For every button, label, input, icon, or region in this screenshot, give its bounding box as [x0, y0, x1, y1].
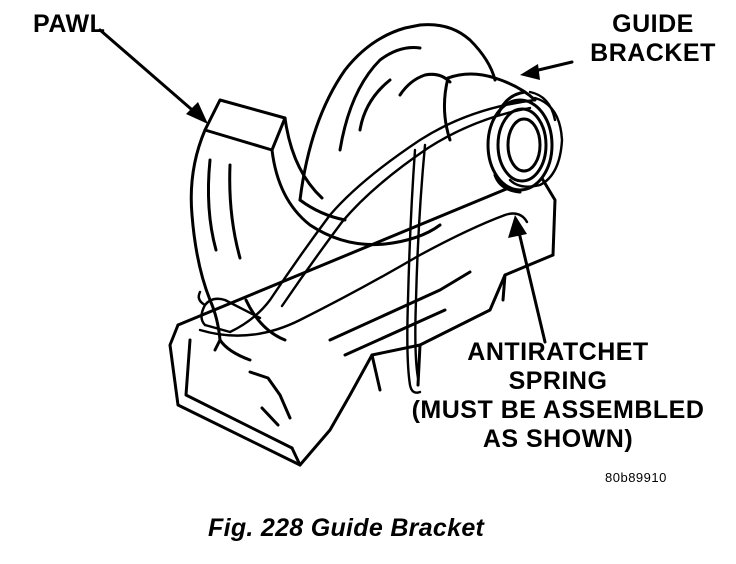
antiratchet-label-line-4: AS SHOWN) [482, 425, 634, 453]
pawl [189, 98, 442, 362]
antiratchet-label-line-3: (MUST BE ASSEMBLED [411, 396, 705, 424]
antiratchet-label-line-1: ANTIRATCHET [467, 338, 649, 366]
guide-bracket-base [168, 173, 557, 467]
pawl-arrowhead [186, 102, 208, 124]
guide-bracket-label: GUIDE BRACKET [578, 10, 728, 68]
pawl-housing [298, 23, 497, 222]
antiratchet-spring-label: ANTIRATCHET SPRING (MUST BE ASSEMBLED AS… [390, 338, 726, 454]
antiratchet-arrowhead [508, 215, 527, 238]
pawl-label-text: PAWL [33, 10, 106, 38]
pawl-label: PAWL [33, 10, 105, 39]
pawl-leader-line [98, 28, 200, 117]
guide-bracket-label-line-1: GUIDE [612, 10, 694, 38]
shaft-boss [443, 72, 554, 194]
antiratchet-leader-line [516, 226, 547, 344]
antiratchet-label-line-2: SPRING [508, 367, 608, 395]
guide-bracket-arrowhead [520, 64, 540, 80]
figure-code: 80b89910 [605, 470, 667, 485]
guide-bracket-label-line-2: BRACKET [590, 39, 716, 67]
antiratchet-spring-wire [197, 90, 564, 394]
figure-caption: Fig. 228 Guide Bracket [208, 514, 485, 542]
